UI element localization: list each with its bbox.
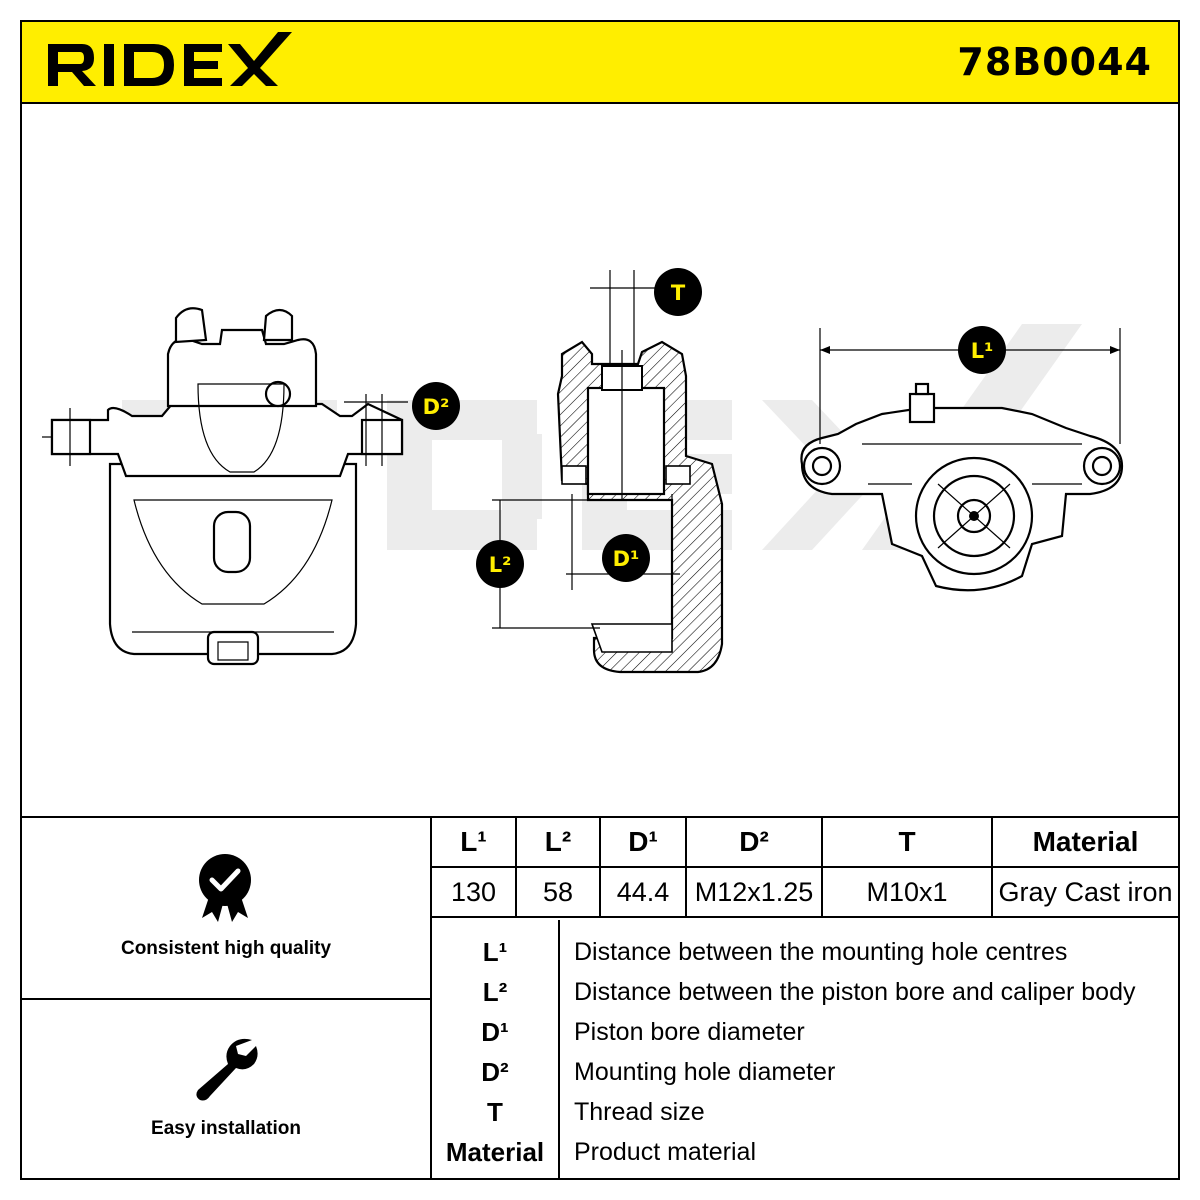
spec-header-t: T bbox=[821, 818, 993, 868]
legend-description: Product material bbox=[574, 1138, 757, 1166]
header-bar: 78B0044 bbox=[22, 22, 1178, 104]
legend-description: Mounting hole diameter bbox=[574, 1058, 836, 1086]
legend-row-material: Material Product material bbox=[432, 1132, 1178, 1172]
caliper-back-view bbox=[800, 328, 1124, 592]
spec-header-d2: D² bbox=[685, 818, 823, 868]
technical-drawing: D² bbox=[22, 104, 1178, 816]
spec-header-l1: L¹ bbox=[432, 818, 517, 868]
legend-divider bbox=[558, 920, 560, 1178]
caliper-section-view bbox=[492, 270, 724, 674]
legend-symbol: D¹ bbox=[481, 1017, 509, 1047]
legend-row-d1: D¹ Piston bore diameter bbox=[432, 1012, 1178, 1052]
feature-quality-label: Consistent high quality bbox=[120, 938, 332, 959]
legend-row-l2: L² Distance between the piston bore and … bbox=[432, 972, 1178, 1012]
legend-row-d2: D² Mounting hole diameter bbox=[432, 1052, 1178, 1092]
d2-badge: D² bbox=[412, 382, 460, 430]
l1-badge: L¹ bbox=[958, 326, 1006, 374]
l2-badge: L² bbox=[476, 540, 524, 588]
t-badge: T bbox=[654, 268, 702, 316]
legend-description: Distance between the mounting hole centr… bbox=[574, 938, 1068, 966]
feature-quality: Consistent high quality bbox=[22, 818, 432, 1000]
spec-value-row: 130 58 44.4 M12x1.25 M10x1 Gray Cast iro… bbox=[432, 866, 1178, 918]
legend-symbol: T bbox=[487, 1097, 503, 1127]
feature-install: Easy installation bbox=[22, 1000, 432, 1178]
d1-badge: D¹ bbox=[602, 534, 650, 582]
ridex-logo bbox=[48, 32, 292, 86]
spec-header-d1: D¹ bbox=[599, 818, 687, 868]
spec-value-d2: M12x1.25 bbox=[685, 866, 823, 918]
caliper-front-view bbox=[42, 307, 408, 666]
legend-symbol: Material bbox=[445, 1137, 545, 1167]
svg-text:D²: D² bbox=[423, 395, 450, 419]
spec-value-l2: 58 bbox=[515, 866, 601, 918]
spec-header-row: L¹ L² D¹ D² T Material bbox=[432, 818, 1178, 868]
spec-value-t: M10x1 bbox=[821, 866, 993, 918]
spec-header-material: Material bbox=[991, 818, 1178, 868]
legend-symbol: D² bbox=[481, 1057, 509, 1087]
legend-row-t: T Thread size bbox=[432, 1092, 1178, 1132]
legend-row-l1: L¹ Distance between the mounting hole ce… bbox=[432, 932, 1178, 972]
legend-description: Distance between the piston bore and cal… bbox=[574, 978, 1136, 1006]
svg-text:D¹: D¹ bbox=[613, 547, 640, 571]
feature-install-label: Easy installation bbox=[151, 1118, 301, 1139]
legend-symbol: L¹ bbox=[482, 937, 508, 967]
spec-header-l2: L² bbox=[515, 818, 601, 868]
product-sheet: 78B0044 bbox=[20, 20, 1180, 1180]
legend-symbol: L² bbox=[482, 977, 508, 1007]
svg-text:L²: L² bbox=[489, 553, 512, 577]
part-number: 78B0044 bbox=[957, 40, 1152, 84]
legend: L¹ Distance between the mounting hole ce… bbox=[432, 920, 1178, 1178]
spec-value-d1: 44.4 bbox=[599, 866, 687, 918]
spec-table: L¹ L² D¹ D² T Material 130 58 44.4 M12x1… bbox=[432, 818, 1178, 918]
wrench-icon bbox=[196, 1038, 258, 1101]
spec-value-l1: 130 bbox=[432, 866, 517, 918]
specification-section: Consistent high quality Easy installatio… bbox=[22, 816, 1178, 1178]
legend-description: Piston bore diameter bbox=[574, 1018, 805, 1046]
svg-text:L¹: L¹ bbox=[971, 339, 994, 363]
svg-text:T: T bbox=[671, 281, 686, 305]
quality-badge-icon bbox=[199, 854, 251, 922]
legend-description: Thread size bbox=[574, 1098, 705, 1126]
spec-value-material: Gray Cast iron bbox=[991, 866, 1178, 918]
